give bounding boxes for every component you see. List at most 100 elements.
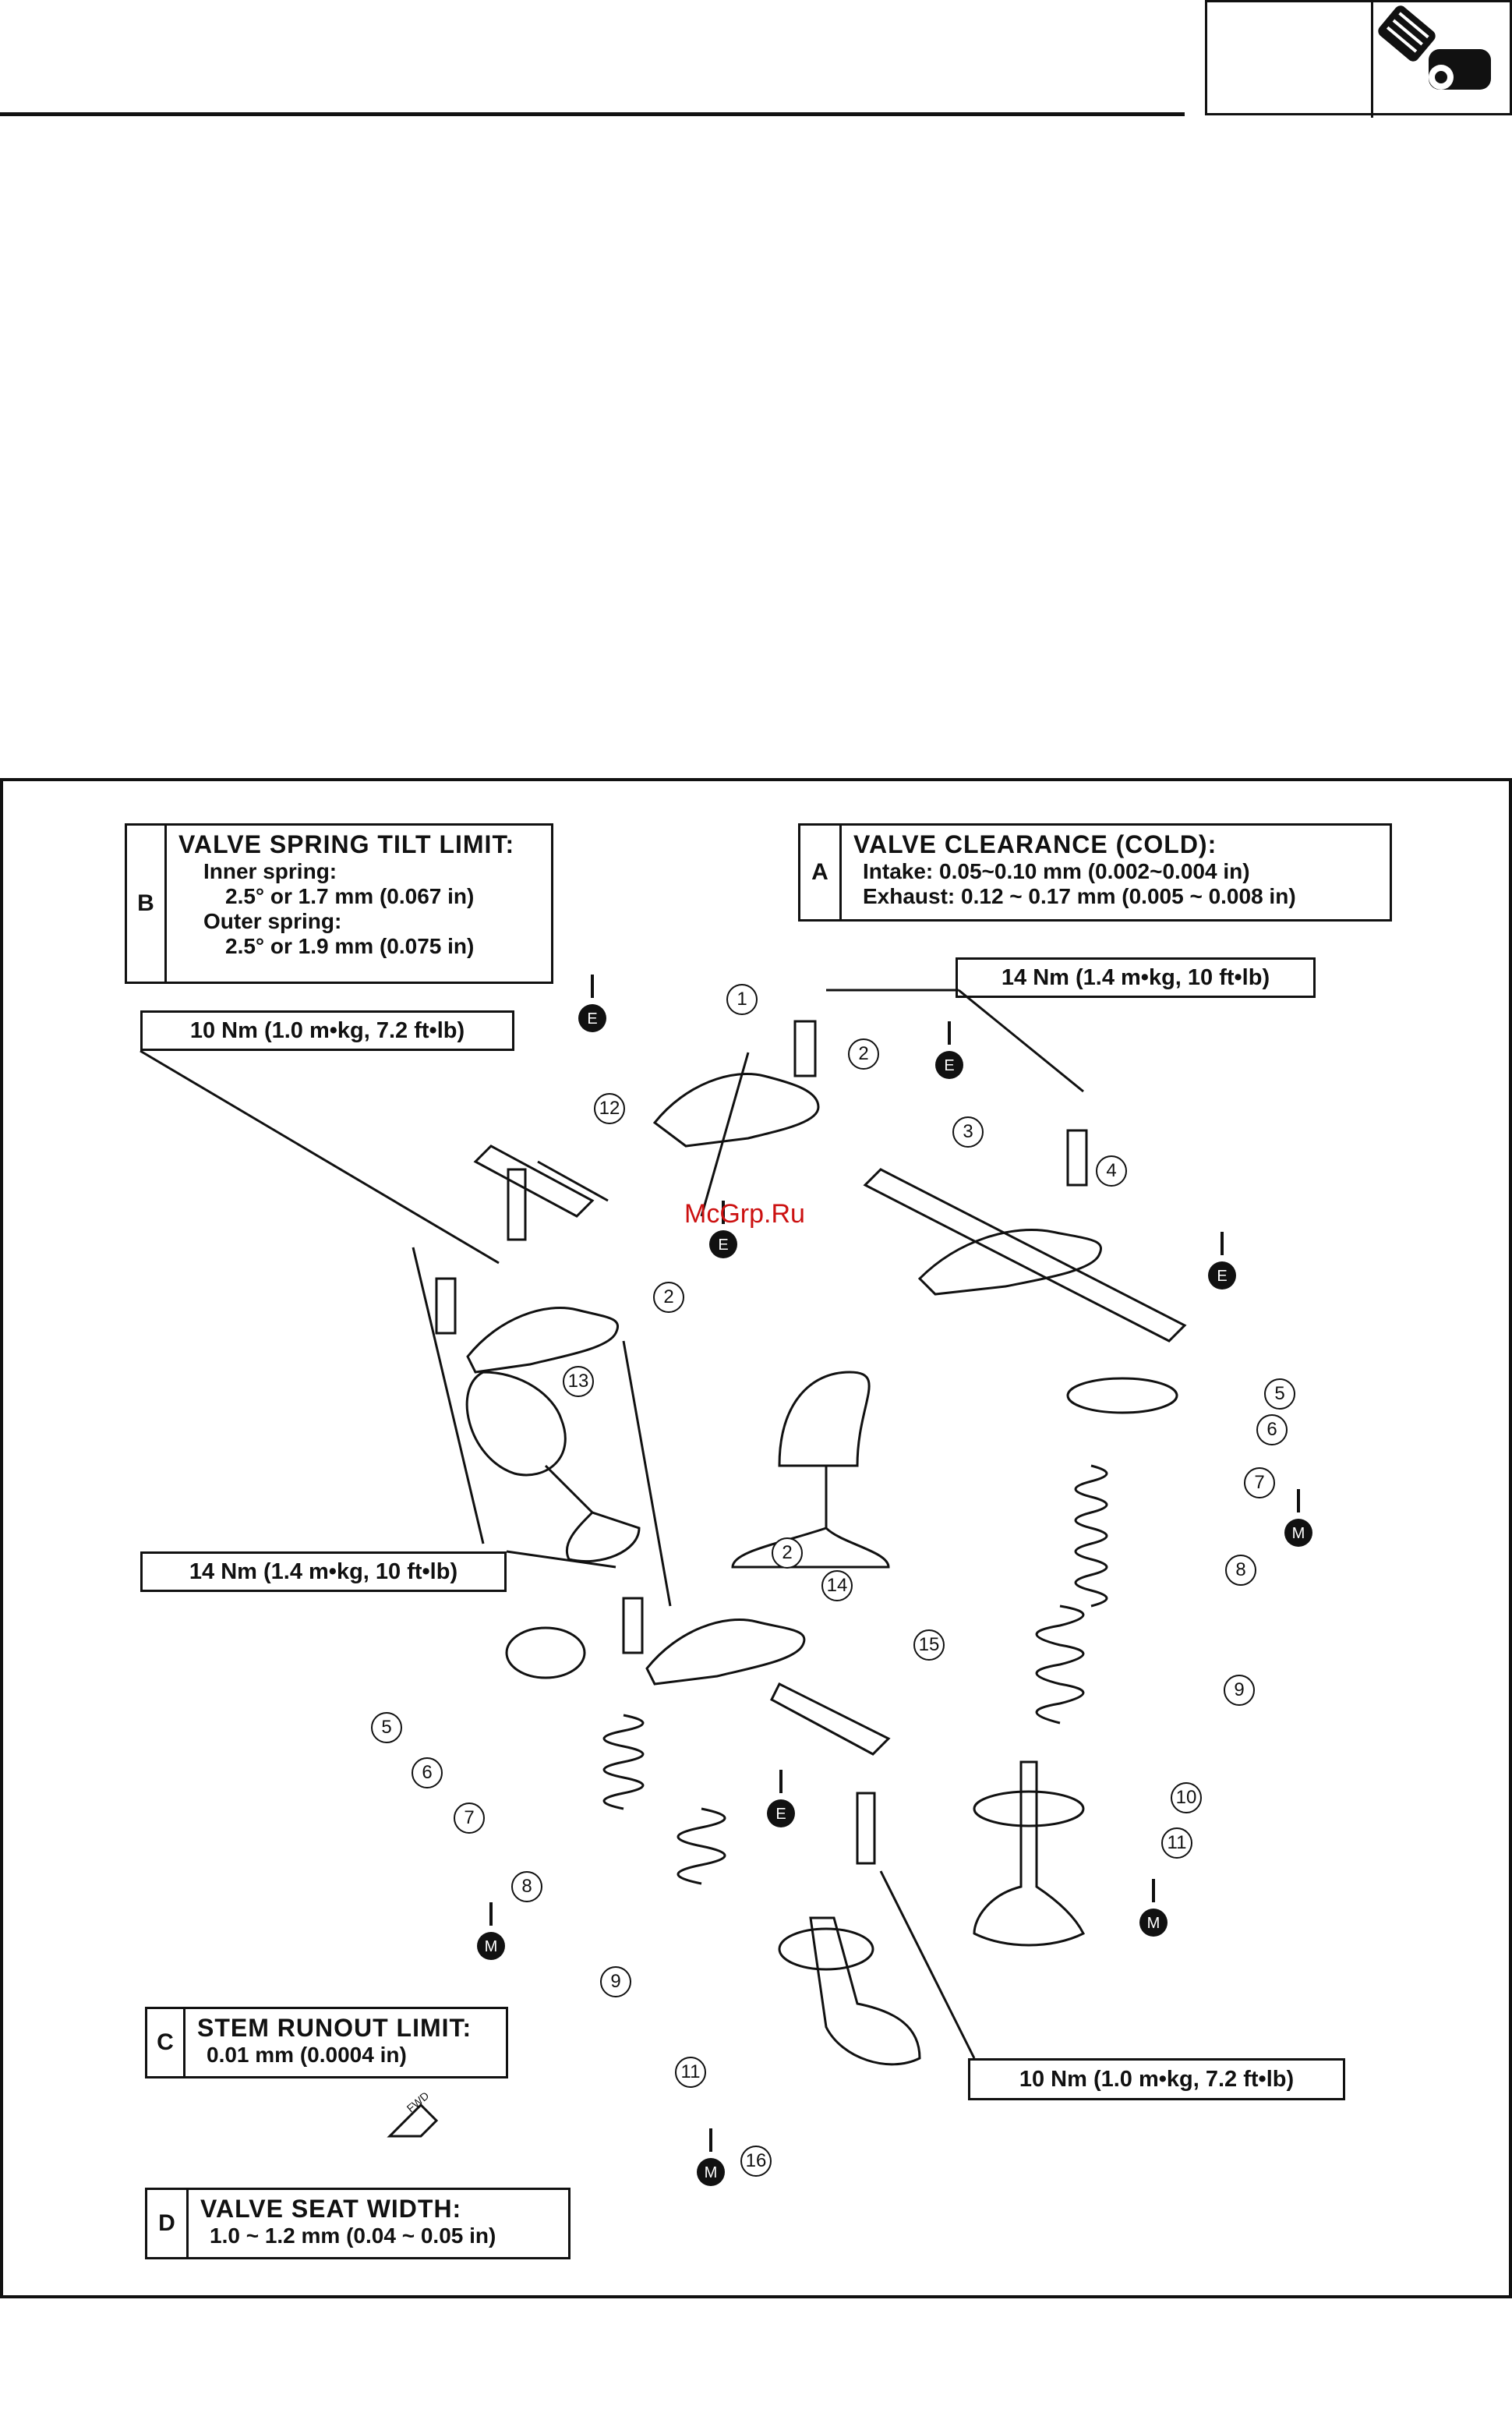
rocker-arm — [645, 1619, 806, 1686]
header-icon-box — [1205, 0, 1512, 118]
spec-box-valve-clearance: A VALVE CLEARANCE (COLD): Intake: 0.05~0… — [798, 823, 1392, 922]
valve-spring — [677, 1807, 726, 1885]
spec-line: 0.01 mm (0.0004 in) — [207, 2043, 407, 2067]
svg-text:M: M — [705, 2164, 718, 2181]
leader-line — [140, 1049, 500, 1265]
valve — [731, 1466, 890, 1569]
spring-retainer — [1066, 1377, 1178, 1414]
spec-line: 1.0 ~ 1.2 mm (0.04 ~ 0.05 in) — [210, 2224, 496, 2248]
adjuster-screw — [1066, 1129, 1088, 1187]
valve — [778, 1371, 871, 1467]
part-callout-16: 16 — [740, 2146, 772, 2177]
header-rule — [0, 112, 1185, 116]
part-callout-4: 4 — [1096, 1155, 1127, 1187]
torque-label: 10 Nm (1.0 m•kg, 7.2 ft•lb) — [968, 2058, 1345, 2100]
part-callout-8b: 8 — [511, 1871, 542, 1902]
part-callout-9: 9 — [1224, 1675, 1255, 1706]
valve-spring — [1035, 1604, 1085, 1725]
spec-body-a: VALVE CLEARANCE (COLD): Intake: 0.05~0.1… — [839, 826, 1390, 919]
spec-title-c: STEM RUNOUT LIMIT: — [197, 2014, 472, 2042]
part-callout-5b: 5 — [371, 1712, 402, 1743]
part-callout-10: 10 — [1171, 1782, 1202, 1813]
svg-text:E: E — [944, 1057, 954, 1074]
rocker-arm — [466, 1307, 619, 1374]
part-callout-7: 7 — [1244, 1467, 1275, 1498]
part-callout-12: 12 — [594, 1093, 625, 1124]
adjuster-screw — [793, 1020, 817, 1077]
engine-oil-marker: E — [935, 1021, 963, 1084]
part-callout-15: 15 — [913, 1629, 945, 1661]
watermark: McGrp.Ru — [684, 1199, 805, 1229]
engine-cylinder-head-icon — [1378, 5, 1491, 90]
part-callout-2b: 2 — [653, 1282, 684, 1313]
spec-line: 2.5° or 1.9 mm (0.075 in) — [225, 934, 475, 958]
svg-text:M: M — [485, 1938, 498, 1955]
shaft-bolt — [856, 1792, 876, 1865]
spec-letter-d: D — [147, 2190, 189, 2257]
spec-line: Exhaust: 0.12 ~ 0.17 mm (0.005 ~ 0.008 i… — [863, 884, 1296, 908]
diagram-frame — [0, 778, 1512, 2298]
spec-title-a: VALVE CLEARANCE (COLD): — [853, 830, 1217, 858]
spec-line: Intake: 0.05~0.10 mm (0.002~0.004 in) — [863, 859, 1250, 883]
moly-oil-marker: M — [1284, 1489, 1312, 1551]
spec-body-b: VALVE SPRING TILT LIMIT: Inner spring: 2… — [164, 826, 551, 982]
fwd-arrow-icon — [387, 2103, 439, 2138]
part-callout-13: 13 — [563, 1366, 594, 1397]
spec-line: Outer spring: — [203, 909, 342, 933]
part-callout-5: 5 — [1264, 1378, 1295, 1410]
spec-box-stem-runout: C STEM RUNOUT LIMIT: 0.01 mm (0.0004 in) — [145, 2007, 508, 2078]
rocker-shaft — [473, 1144, 595, 1218]
rocker-arm — [652, 1073, 820, 1148]
adjuster-screw — [435, 1277, 457, 1335]
svg-text:E: E — [718, 1236, 728, 1254]
spec-line: 2.5° or 1.7 mm (0.067 in) — [225, 884, 475, 908]
leader-line — [958, 989, 1084, 1093]
part-callout-2: 2 — [848, 1038, 879, 1070]
svg-text:M: M — [1292, 1525, 1305, 1542]
part-callout-6: 6 — [1256, 1414, 1288, 1445]
spring-seat — [973, 1790, 1085, 1827]
engine-oil-marker: E — [709, 1201, 737, 1263]
leader-line — [506, 1550, 616, 1569]
part-callout-11b: 11 — [675, 2057, 706, 2088]
rocker-arm — [917, 1229, 1102, 1296]
torque-label: 10 Nm (1.0 m•kg, 7.2 ft•lb) — [140, 1010, 514, 1051]
part-callout-3: 3 — [952, 1116, 984, 1148]
moly-oil-marker: M — [1139, 1879, 1168, 1941]
moly-oil-marker: M — [477, 1902, 505, 1965]
rocker-shaft — [770, 1682, 891, 1756]
engine-oil-marker: E — [1208, 1232, 1236, 1294]
spec-body-c: STEM RUNOUT LIMIT: 0.01 mm (0.0004 in) — [183, 2009, 506, 2076]
spec-line: Inner spring: — [203, 859, 337, 883]
valve-lifter — [465, 1371, 567, 1477]
part-callout-11: 11 — [1161, 1827, 1192, 1859]
spec-body-d: VALVE SEAT WIDTH: 1.0 ~ 1.2 mm (0.04 ~ 0… — [186, 2190, 568, 2257]
svg-text:E: E — [587, 1010, 597, 1028]
leader-line — [412, 1247, 485, 1544]
shaft-bolt — [507, 1168, 527, 1241]
valve-spring — [1074, 1464, 1108, 1608]
spec-letter-c: C — [147, 2009, 185, 2076]
leader-line — [537, 1160, 609, 1202]
part-callout-6b: 6 — [412, 1757, 443, 1788]
spec-title-d: VALVE SEAT WIDTH: — [200, 2195, 462, 2223]
part-callout-1: 1 — [726, 984, 758, 1015]
spec-letter-b: B — [127, 826, 167, 982]
header-icon-divider — [1371, 2, 1373, 118]
part-callout-2c: 2 — [772, 1537, 803, 1569]
spec-title-b: VALVE SPRING TILT LIMIT: — [178, 830, 515, 858]
torque-label: 14 Nm (1.4 m•kg, 10 ft•lb) — [140, 1551, 507, 1592]
leader-line — [700, 1052, 750, 1217]
part-callout-9b: 9 — [600, 1966, 631, 1997]
spring-seat — [778, 1927, 874, 1971]
moly-oil-marker: M — [697, 2128, 725, 2191]
svg-text:M: M — [1147, 1915, 1160, 1932]
svg-text:E: E — [775, 1806, 786, 1823]
leader-line — [879, 1870, 976, 2059]
engine-oil-marker: E — [578, 975, 606, 1037]
torque-label: 14 Nm (1.4 m•kg, 10 ft•lb) — [956, 957, 1316, 998]
svg-text:E: E — [1217, 1268, 1227, 1285]
valve-spring — [602, 1714, 645, 1810]
spec-box-valve-spring-tilt: B VALVE SPRING TILT LIMIT: Inner spring:… — [125, 823, 553, 984]
